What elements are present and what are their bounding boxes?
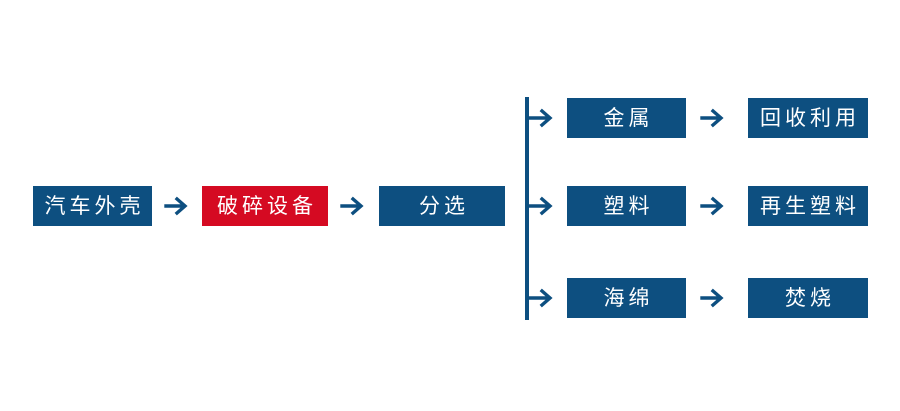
arrow-right-icon-sponge-to-incineration (698, 283, 728, 313)
node-shredder[interactable]: 破碎设备 (202, 186, 328, 226)
node-material-plastic[interactable]: 塑料 (567, 186, 686, 226)
node-sorting[interactable]: 分选 (379, 186, 505, 226)
node-destination-regenerated-plastic[interactable]: 再生塑料 (748, 186, 868, 226)
branch-split-icon (525, 97, 529, 320)
node-shell[interactable]: 汽车外壳 (33, 186, 152, 226)
arrow-right-icon-metal-to-recycle (698, 103, 728, 133)
node-material-sponge[interactable]: 海绵 (567, 278, 686, 318)
arrow-right-icon-branch-metal (527, 103, 557, 133)
arrow-right-icon-shell-to-shredder (162, 191, 192, 221)
node-material-metal[interactable]: 金属 (567, 98, 686, 138)
arrow-right-icon-branch-sponge (527, 283, 557, 313)
arrow-right-icon-plastic-to-regenerated (698, 191, 728, 221)
node-destination-incineration[interactable]: 焚烧 (748, 278, 868, 318)
node-destination-recycle[interactable]: 回收利用 (748, 98, 868, 138)
arrow-right-icon-branch-plastic (527, 191, 557, 221)
arrow-right-icon-shredder-to-sorting (338, 191, 368, 221)
